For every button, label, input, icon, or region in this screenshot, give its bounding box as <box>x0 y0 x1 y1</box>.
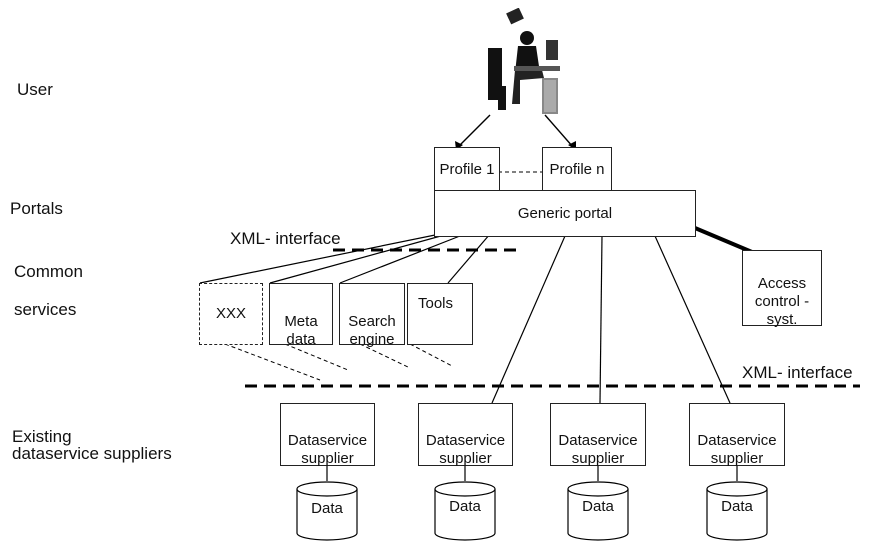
data-store-label-2: Data <box>449 498 481 515</box>
layer-label-user: User <box>17 80 53 99</box>
service-label-tools: Tools <box>418 295 454 312</box>
service-label-search-engine: Search engine <box>348 313 396 348</box>
access-control-label: Access control - syst. <box>754 275 810 328</box>
supplier-label-1: Dataservice supplier <box>287 432 368 467</box>
user-at-computer-icon <box>488 8 560 114</box>
profile-1-box: Profile 1 <box>434 147 500 191</box>
service-box-xxx: XXX <box>199 283 263 345</box>
service-label-xxx: XXX <box>215 305 246 322</box>
data-store-cylinder-3 <box>567 481 629 541</box>
supplier-label-4: Dataservice supplier <box>697 432 777 467</box>
generic-portal-label: Generic portal <box>517 205 613 222</box>
service-box-tools: Tools <box>407 283 473 345</box>
data-store-label-1: Data <box>311 500 343 517</box>
xml-interface-upper-label: XML- interface <box>230 229 341 248</box>
xml-interface-lower-label: XML- interface <box>742 363 853 382</box>
supplier-label-3: Dataservice supplier <box>558 432 638 467</box>
supplier-label-2: Dataservice supplier <box>425 432 506 467</box>
data-store-cylinder-4 <box>706 481 768 541</box>
service-label-metadata: Meta data <box>284 313 318 348</box>
data-store-label-4: Data <box>721 498 753 515</box>
supplier-box-2: Dataservice supplier <box>418 403 513 467</box>
profile-1-label: Profile 1 <box>439 161 495 178</box>
data-store-cylinder-1 <box>296 481 358 541</box>
supplier-box-3: Dataservice supplier <box>550 403 646 467</box>
supplier-box-1: Dataservice supplier <box>280 403 375 467</box>
service-box-metadata: Meta data <box>269 283 333 348</box>
generic-portal-box: Generic portal <box>434 190 696 237</box>
data-store-label-3: Data <box>582 498 614 515</box>
service-box-search-engine: Search engine <box>339 283 405 348</box>
layer-label-existing-suppliers: Existing dataservice suppliers <box>12 427 172 463</box>
profile-n-label: Profile n <box>549 161 605 178</box>
layer-label-services: services <box>14 300 77 319</box>
data-store-cylinder-2 <box>434 481 496 541</box>
layer-label-portals: Portals <box>10 199 63 218</box>
profile-n-box: Profile n <box>542 147 612 191</box>
layer-label-common: Common <box>14 262 83 281</box>
supplier-box-4: Dataservice supplier <box>689 403 785 467</box>
access-control-box: Access control - syst. <box>742 250 822 328</box>
